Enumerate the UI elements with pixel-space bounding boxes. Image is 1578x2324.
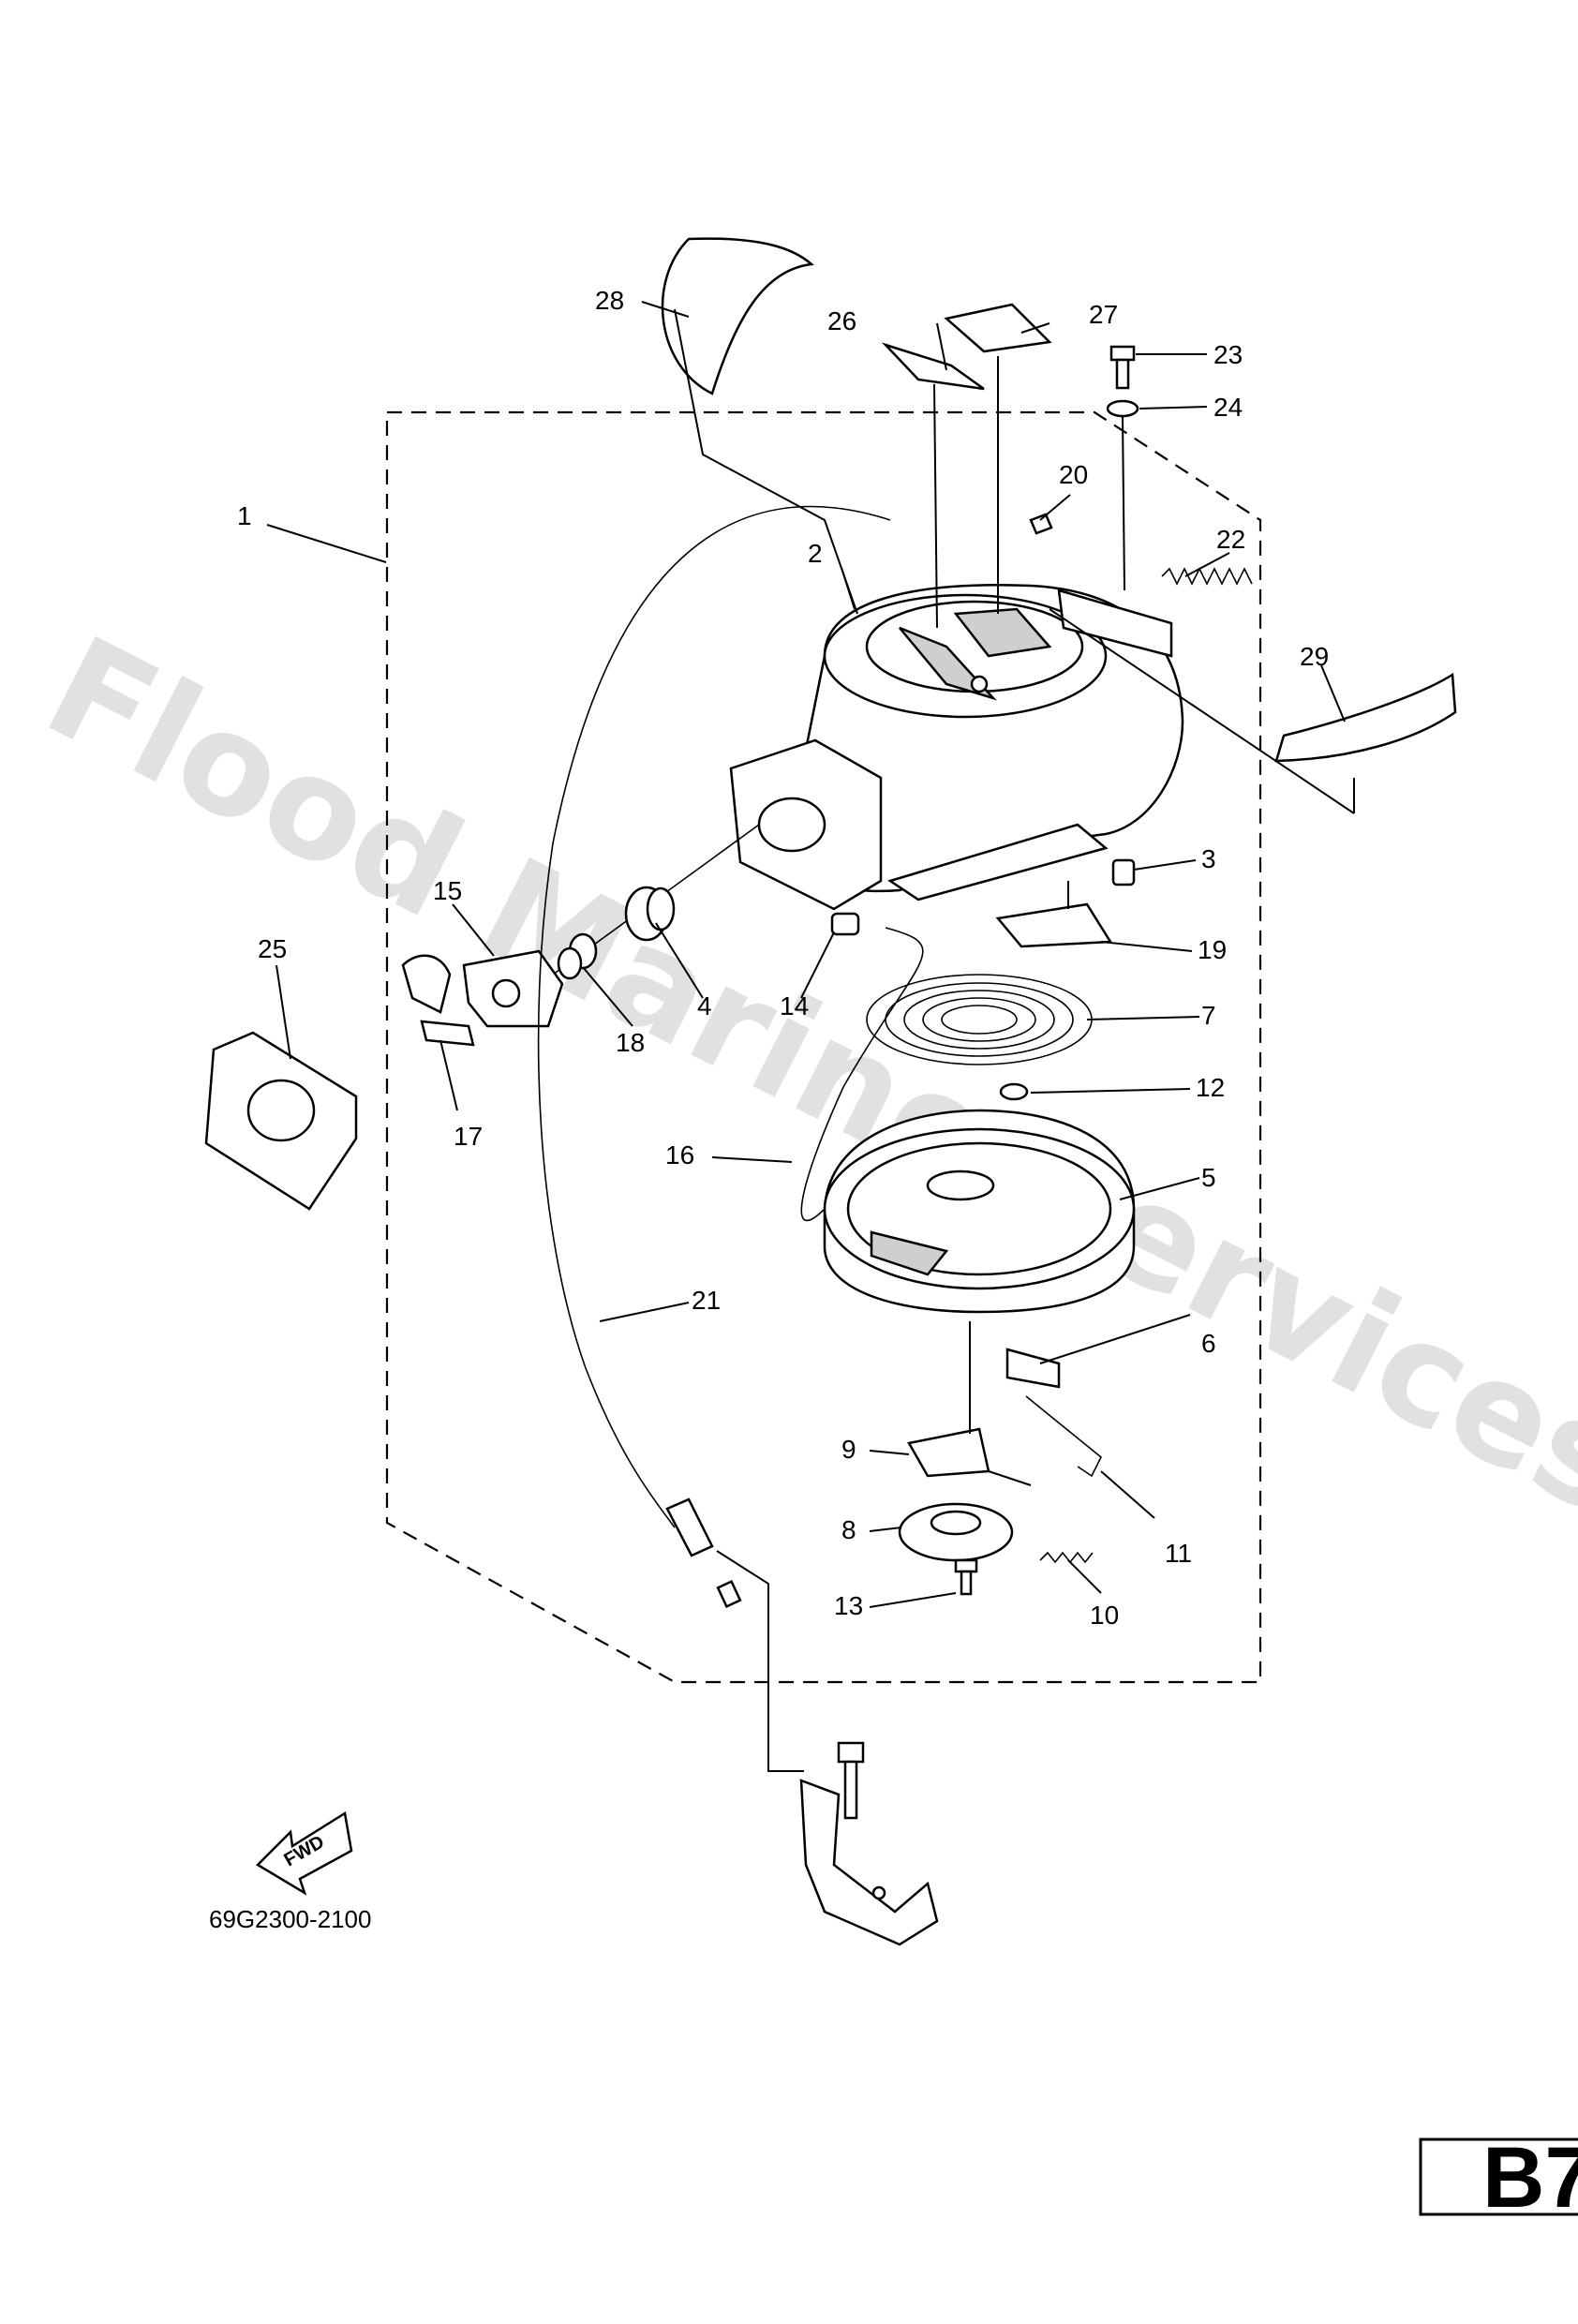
callout-4: 4 <box>697 991 712 1020</box>
leader-lines <box>266 301 1355 1772</box>
callout-29: 29 <box>1300 642 1329 671</box>
mounting-bracket <box>799 1741 939 1946</box>
part-28-tape <box>661 237 814 395</box>
callout-11: 11 <box>1165 1539 1192 1568</box>
part-27-label <box>944 303 1052 353</box>
callout-21: 21 <box>692 1286 721 1315</box>
part-5-sheave-drum <box>823 1109 1136 1314</box>
page-id: B7 <box>1482 2130 1578 2226</box>
callout-9: 9 <box>841 1435 856 1464</box>
part-3-collar <box>1111 858 1136 886</box>
diagram-code: 69G2300-2100 <box>209 1905 371 1933</box>
part-16-rope <box>800 927 924 1222</box>
callout-1: 1 <box>237 501 252 530</box>
part-18-bushing <box>557 932 598 980</box>
callout-28: 28 <box>595 286 624 315</box>
part-20-pin <box>1029 513 1053 535</box>
callout-13: 13 <box>834 1591 863 1620</box>
callout-3: 3 <box>1201 844 1216 873</box>
part-10-spring <box>1039 1551 1094 1564</box>
page-id-box <box>1419 2138 1578 2216</box>
part-11-return-spring <box>1025 1395 1103 1478</box>
callout-6: 6 <box>1201 1329 1216 1358</box>
callout-12: 12 <box>1196 1073 1225 1102</box>
part-12-clip <box>999 1082 1029 1101</box>
part-24-washer <box>1106 399 1139 418</box>
callout-15: 15 <box>433 876 462 905</box>
assembly-boundary <box>385 410 1262 1684</box>
part-6-pawl <box>1005 1348 1061 1389</box>
part-26-label <box>881 342 985 391</box>
fwd-direction-arrow: FWD <box>255 1810 353 1896</box>
callout-7: 7 <box>1201 1001 1216 1030</box>
part-8-drive-plate <box>898 1502 1014 1562</box>
part-29-tape <box>1274 672 1457 763</box>
callout-5: 5 <box>1201 1163 1216 1192</box>
callout-22: 22 <box>1216 525 1245 554</box>
cable-end-fitting <box>665 1497 742 1609</box>
part-4-grommet <box>624 886 676 942</box>
part-25-pad <box>204 1031 358 1211</box>
callout-2: 2 <box>808 539 823 568</box>
part-9-friction-plate <box>907 1427 990 1478</box>
callout-27: 27 <box>1089 300 1118 329</box>
callout-24: 24 <box>1213 393 1243 422</box>
part-2-starter-housing <box>729 584 1184 911</box>
part-14-clamp <box>830 912 860 936</box>
part-23-bolt <box>1109 345 1136 390</box>
part-13-screw <box>954 1558 978 1596</box>
callout-23: 23 <box>1213 340 1243 369</box>
callout-25: 25 <box>258 934 287 963</box>
part-19-plate <box>995 902 1113 948</box>
callout-10: 10 <box>1090 1601 1119 1630</box>
callout-20: 20 <box>1059 460 1088 489</box>
callout-16: 16 <box>665 1140 694 1169</box>
callout-labels: 1 2 3 4 5 6 7 8 9 10 11 12 13 14 15 16 1… <box>237 286 1329 1630</box>
part-21-cable <box>537 505 891 1528</box>
part-15-bracket <box>401 949 564 1028</box>
part-22-spring <box>1161 567 1253 586</box>
part-17-clip <box>420 1020 475 1047</box>
callout-17: 17 <box>454 1122 483 1151</box>
callout-18: 18 <box>616 1028 645 1057</box>
callout-26: 26 <box>827 306 856 335</box>
callout-14: 14 <box>780 991 809 1020</box>
callout-19: 19 <box>1198 935 1227 964</box>
callout-8: 8 <box>841 1515 856 1544</box>
